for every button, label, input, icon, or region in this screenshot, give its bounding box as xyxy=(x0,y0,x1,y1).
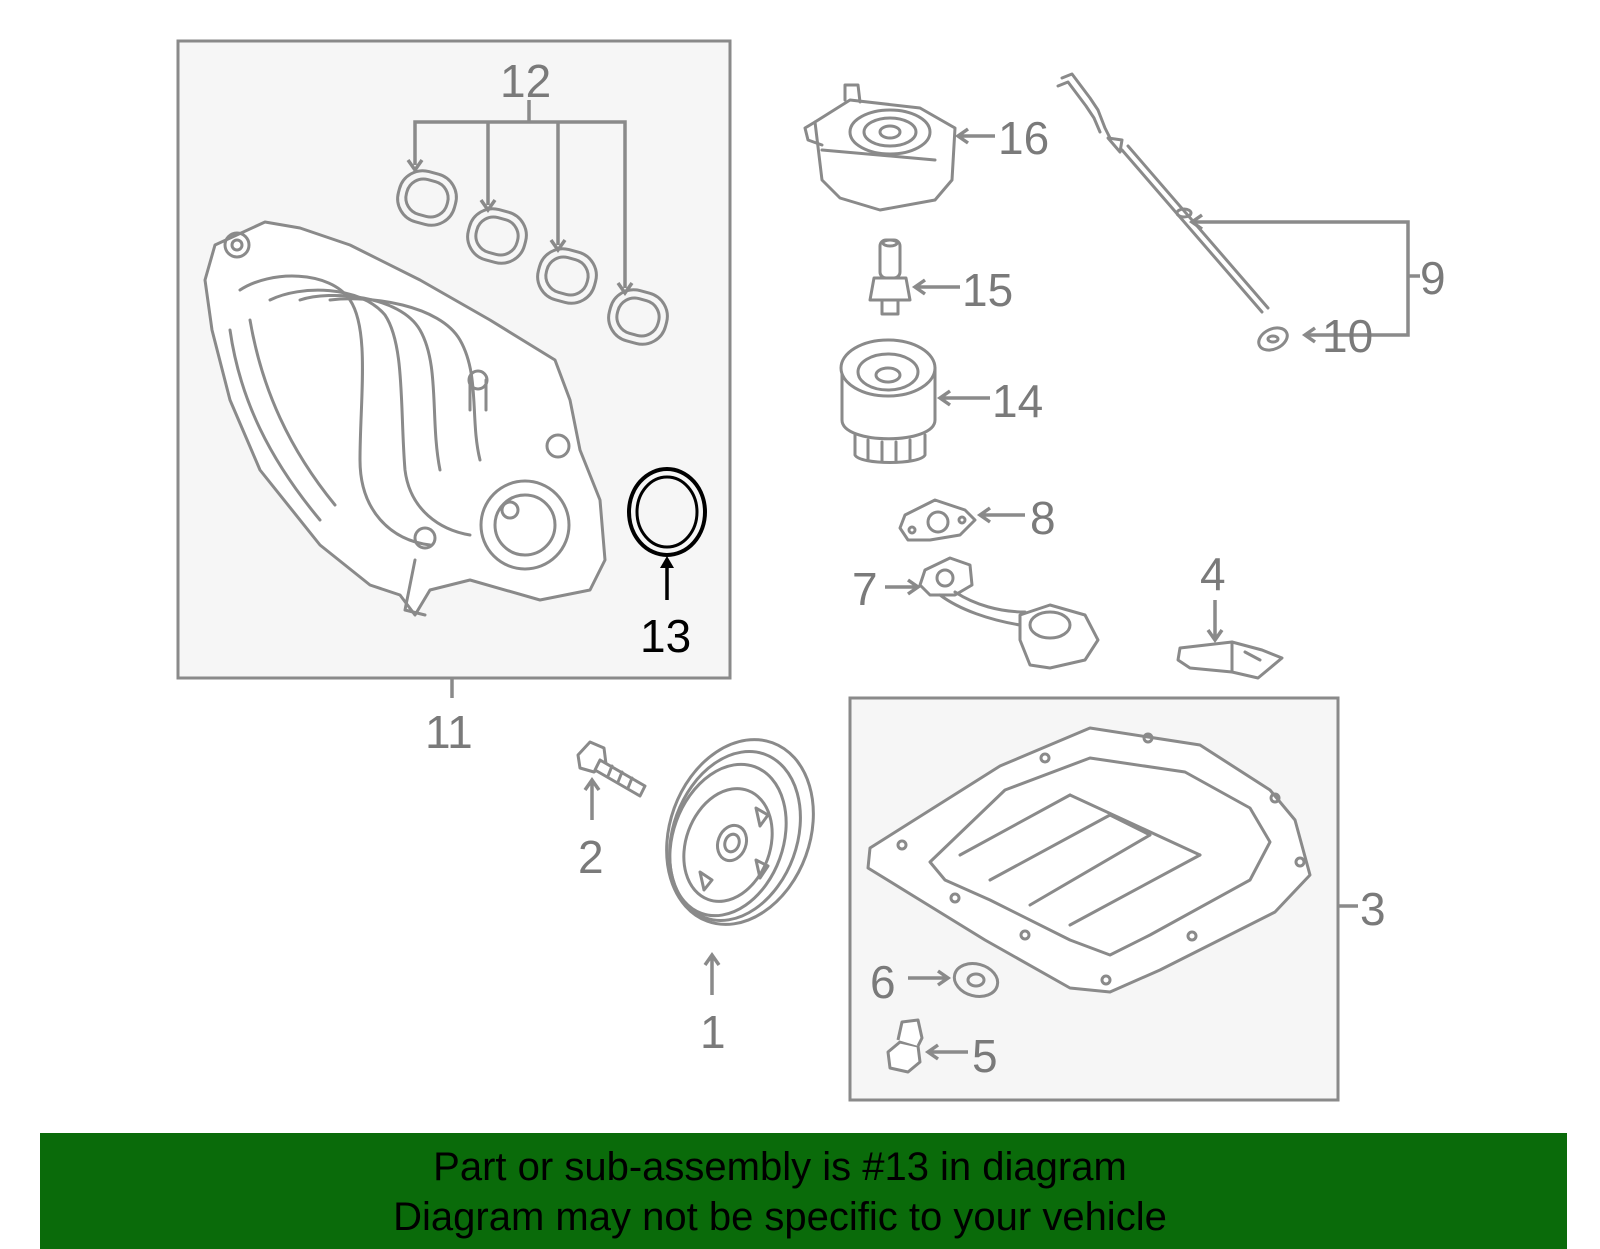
leader-14 xyxy=(936,389,990,407)
oil-pickup-tube-icon xyxy=(918,556,1100,670)
callout-11: 11 xyxy=(425,706,473,758)
callout-5: 5 xyxy=(972,1030,998,1082)
info-banner: Part or sub-assembly is #13 in diagram D… xyxy=(40,1133,1567,1249)
leader-9-10 xyxy=(1188,213,1420,344)
callout-16: 16 xyxy=(998,112,1049,164)
dipstick-seal-icon xyxy=(1257,326,1289,352)
leader-6 xyxy=(908,969,952,987)
callout-7: 7 xyxy=(852,563,878,615)
drain-plug-icon xyxy=(886,1018,924,1074)
leader-8 xyxy=(976,506,1025,524)
throttle-body-gasket-icon xyxy=(627,467,707,557)
callout-8: 8 xyxy=(1030,492,1056,544)
callout-12: 12 xyxy=(500,55,551,107)
callout-1: 1 xyxy=(700,1006,726,1058)
leader-15 xyxy=(911,278,960,296)
callout-15: 15 xyxy=(962,264,1013,316)
drain-plug-washer-icon xyxy=(952,962,1000,998)
callout-13: 13 xyxy=(640,610,691,662)
oil-pickup-gasket-icon xyxy=(898,498,977,542)
oil-filter-icon xyxy=(839,338,937,464)
leader-13 xyxy=(660,556,674,600)
leader-5 xyxy=(924,1043,968,1061)
oil-dipstick-icon xyxy=(1056,72,1270,314)
oil-pressure-sensor-icon xyxy=(868,238,912,316)
callout-6: 6 xyxy=(870,956,896,1008)
leader-12 xyxy=(406,100,634,297)
callout-14: 14 xyxy=(992,375,1043,427)
callout-10: 10 xyxy=(1322,310,1373,362)
leader-2 xyxy=(583,776,601,820)
leader-7 xyxy=(885,578,922,596)
callout-4: 4 xyxy=(1200,548,1226,600)
leader-4 xyxy=(1206,600,1224,644)
crankshaft-pulley-icon xyxy=(665,738,815,926)
callout-9: 9 xyxy=(1420,252,1446,304)
oil-baffle-icon xyxy=(1176,640,1284,680)
callout-3: 3 xyxy=(1360,883,1386,935)
leader-16 xyxy=(954,127,995,145)
leader-1 xyxy=(703,951,721,995)
banner-line-2: Diagram may not be specific to your vehi… xyxy=(393,1195,1167,1239)
intake-manifold-icon xyxy=(203,220,607,617)
callout-2: 2 xyxy=(578,831,604,883)
oil-cooler-icon xyxy=(803,83,957,212)
pulley-bolt-icon xyxy=(576,740,647,798)
intake-gasket-set-icon xyxy=(396,169,669,346)
banner-line-1: Part or sub-assembly is #13 in diagram xyxy=(433,1145,1127,1189)
oil-pan-icon xyxy=(866,726,1312,994)
